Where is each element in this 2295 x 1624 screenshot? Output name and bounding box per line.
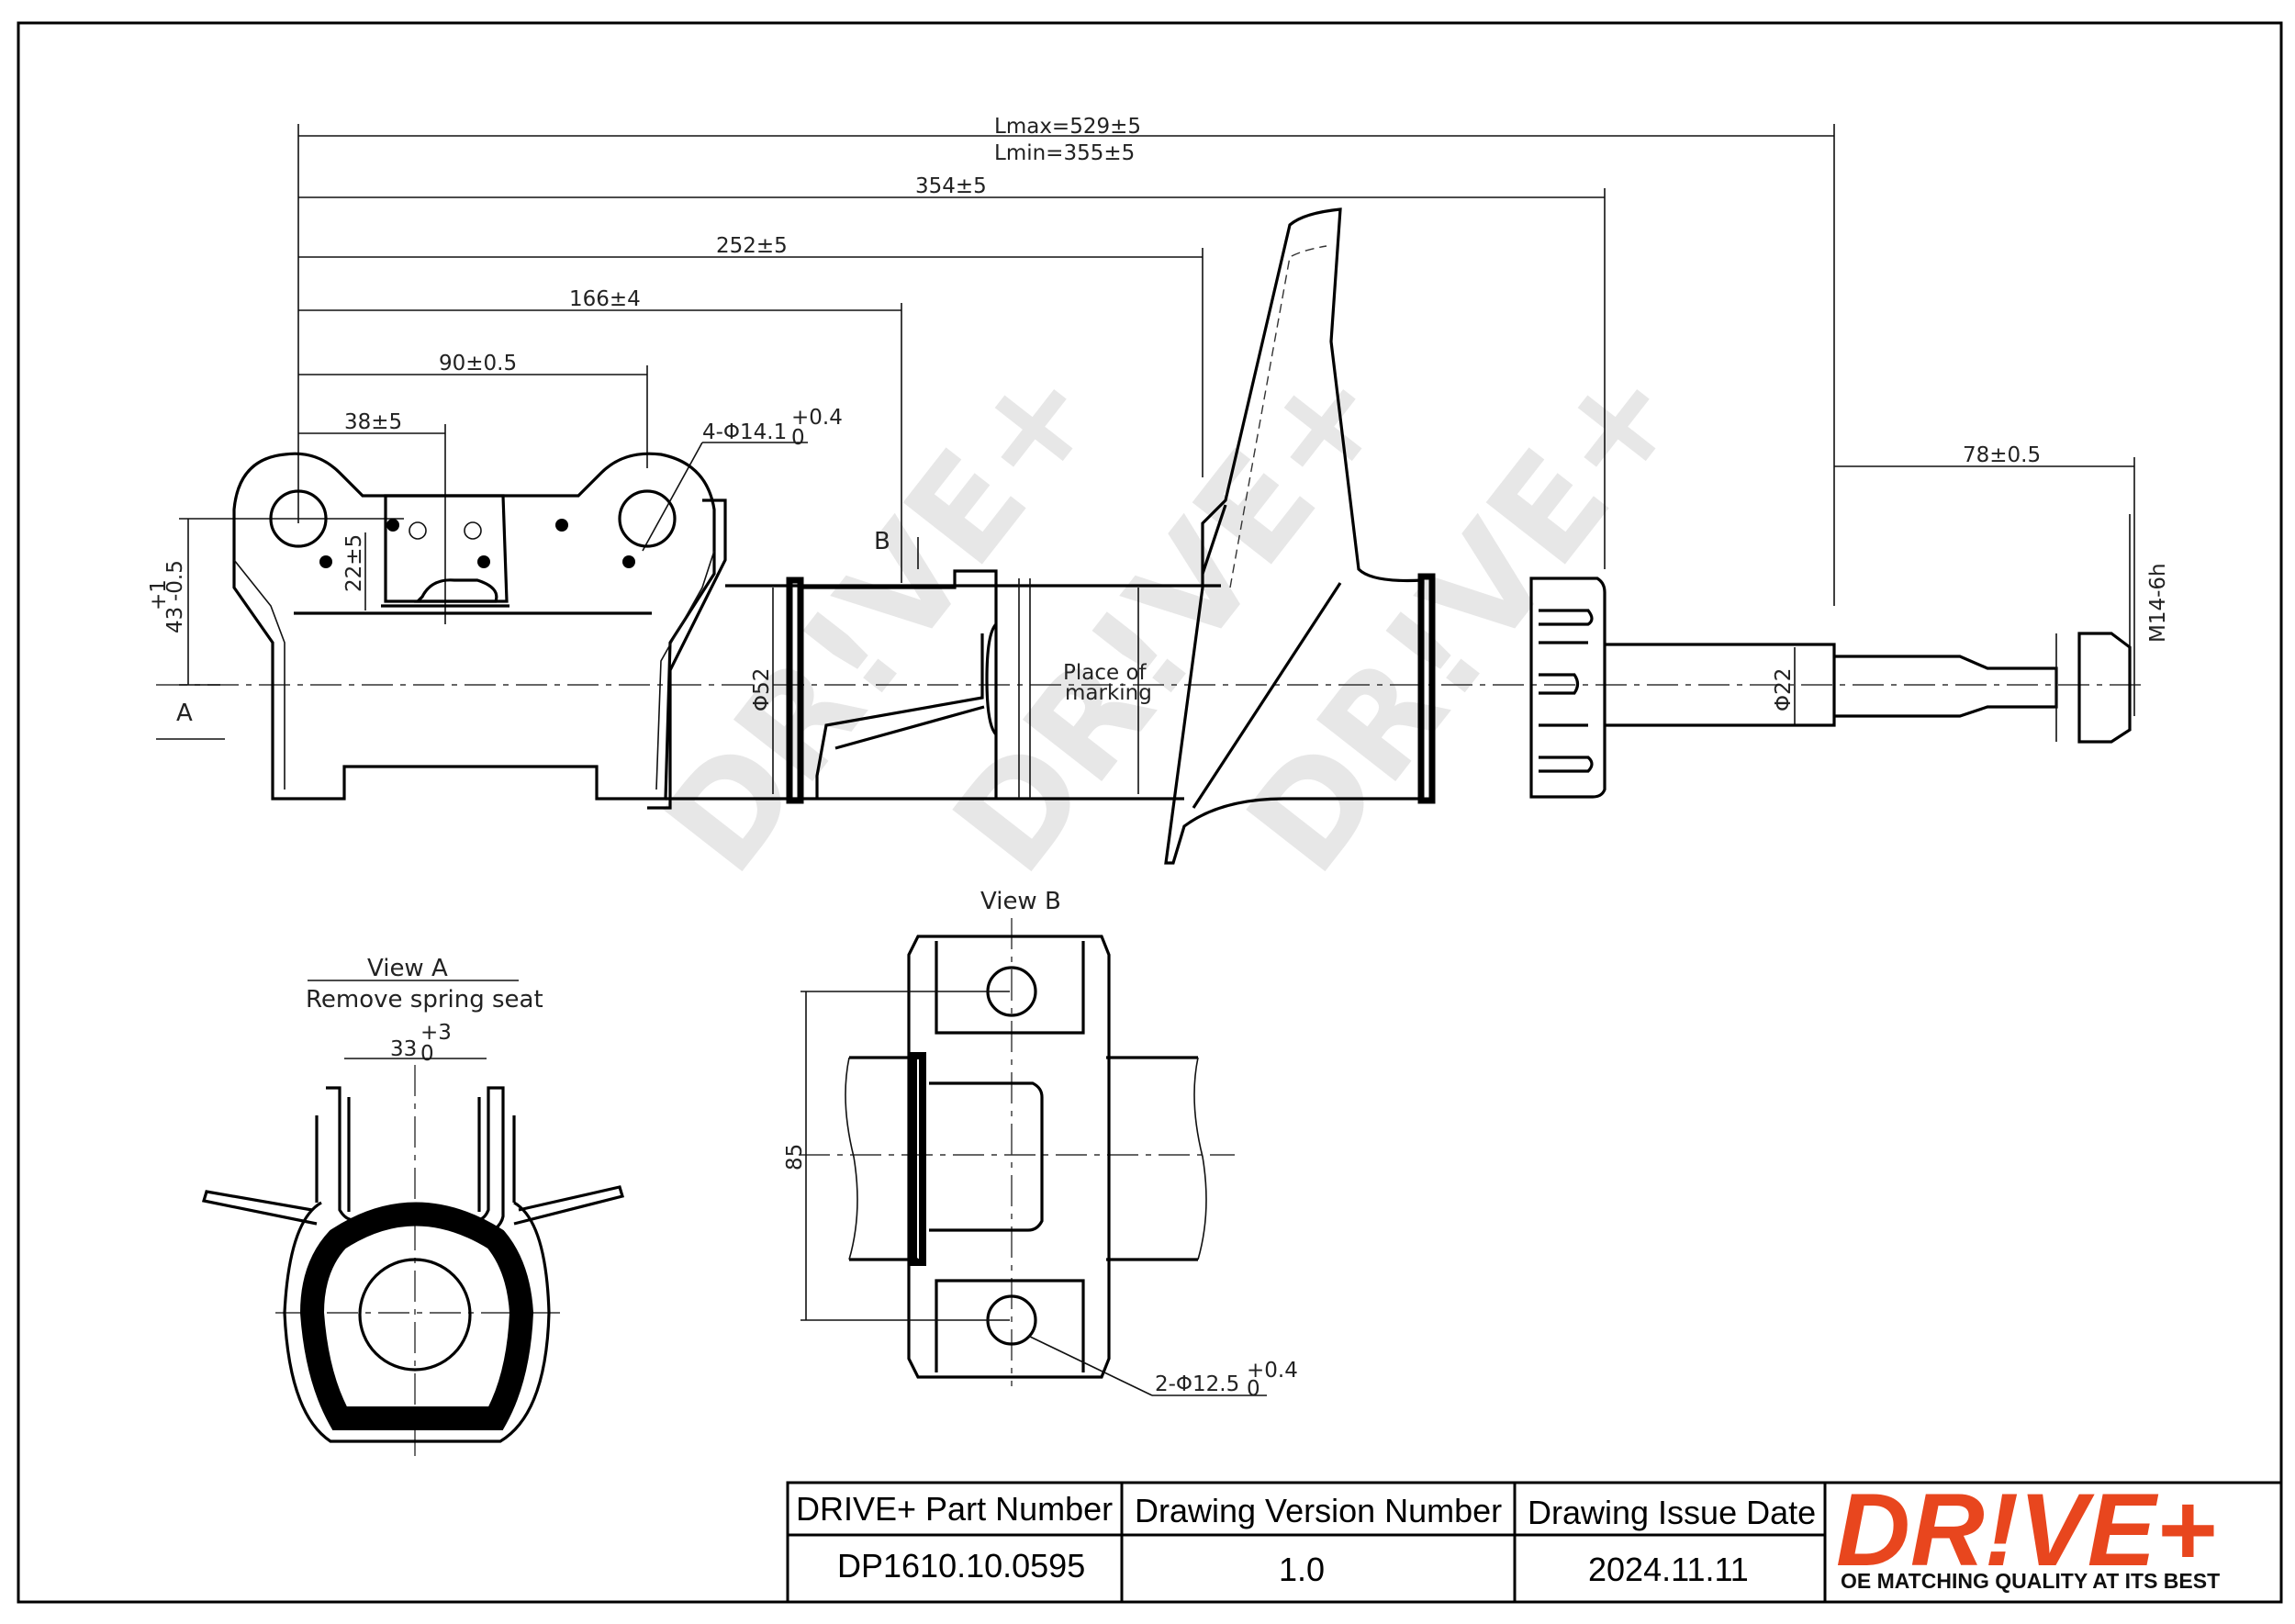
pin-dot-1 — [319, 555, 332, 568]
dim-33: 33 — [390, 1037, 417, 1061]
view-a-bore — [358, 1258, 472, 1372]
dim-thread: M14-6h — [2146, 563, 2170, 643]
pin-dot-4 — [622, 555, 635, 568]
dim-hole-top: 4-Φ14.1 — [702, 420, 787, 444]
dim-43-tol-up: +1 — [147, 579, 171, 610]
strut-side-view: Lmax=529±5 Lmin=355±5 354±5 252±5 166±4 … — [147, 115, 2170, 865]
bracket-hole-left — [269, 489, 328, 548]
place-of-marking-2: marking — [1065, 681, 1152, 705]
view-b-bracket-inner-bottom — [935, 1279, 1085, 1372]
upper-spring-seat — [1164, 207, 1425, 865]
upper-seat-ring — [1417, 573, 1436, 804]
dim-hole-b: 2-Φ12.5 — [1155, 1372, 1239, 1396]
view-b-window — [929, 1081, 1044, 1232]
view-a: View A Remove spring seat 33 +3 0 — [201, 955, 625, 1460]
bracket-hole-right — [618, 489, 677, 548]
view-b-marker: B — [874, 528, 890, 555]
drawing-frame — [17, 21, 2283, 1604]
view-b: View B 85 2-Φ12.5 +0.4 0 — [783, 888, 1298, 1401]
view-a-housing — [283, 1201, 551, 1443]
clamp-slot — [414, 578, 498, 603]
tb-issue-date-header: Drawing Issue Date — [1528, 1494, 1816, 1531]
dim-lmax: Lmax=529±5 — [994, 115, 1141, 139]
dim-lmin: Lmin=355±5 — [994, 141, 1135, 165]
view-b-seal — [910, 1052, 926, 1266]
view-a-wing-left — [201, 1190, 318, 1226]
dim-33-tol-up: +3 — [420, 1021, 452, 1045]
top-mount — [1529, 577, 1606, 799]
view-a-clamp — [315, 1086, 516, 1241]
view-b-tube-left — [849, 1056, 918, 1261]
tb-issue-date: 2024.11.11 — [1588, 1551, 1749, 1588]
pin-dot-2 — [386, 519, 399, 532]
pin-small-1 — [409, 521, 427, 540]
view-a-wing-right — [513, 1185, 625, 1226]
dim-52: Φ52 — [750, 668, 774, 711]
dim-354: 354±5 — [915, 174, 987, 198]
dim-38: 38±5 — [344, 410, 402, 434]
piston-rod — [1605, 643, 1836, 727]
view-a-band — [299, 1202, 534, 1430]
upper-seat-inner — [1229, 245, 1327, 588]
dim-252: 252±5 — [716, 234, 788, 258]
dim-166: 166±4 — [569, 287, 641, 311]
dim-33-tol-dn: 0 — [420, 1042, 434, 1066]
rod-thread-section — [1834, 655, 2058, 718]
dim-43-tol-dn: -0.5 — [163, 560, 187, 601]
pin-dot-3 — [555, 519, 568, 532]
view-a-subtitle: Remove spring seat — [306, 986, 543, 1014]
bracket-inner-line-2 — [655, 550, 715, 790]
tb-part-number-header: DRIVE+ Part Number — [796, 1490, 1113, 1528]
tb-part-number: DP1610.10.0595 — [837, 1547, 1085, 1585]
dim-78: 78±0.5 — [1963, 443, 2041, 467]
view-b-tube-left-break — [845, 1057, 858, 1260]
bracket-outline — [232, 452, 716, 801]
dim-85: 85 — [783, 1144, 807, 1170]
view-b-tube-right — [1106, 1056, 1198, 1261]
lower-seat-ring — [786, 577, 804, 804]
dim-22-5: 22±5 — [342, 534, 366, 592]
view-a-marker: A — [176, 700, 193, 727]
pin-small-2 — [464, 521, 482, 540]
view-a-title: View A — [367, 955, 448, 982]
view-b-bracket — [907, 935, 1111, 1379]
title-block: DRIVE+ Part Number Drawing Version Numbe… — [786, 1473, 2283, 1604]
place-of-marking-1: Place of — [1063, 661, 1148, 685]
brand-tagline: OE MATCHING QUALITY AT ITS BEST — [1841, 1569, 2220, 1593]
view-b-title: View B — [980, 888, 1061, 915]
dim-hole-top-tol: +0.4 — [791, 406, 843, 430]
upper-seat-flange — [1201, 504, 1227, 575]
bracket-inner-line — [233, 559, 285, 790]
clamp-plate — [384, 494, 509, 603]
top-mount-ridges — [1539, 609, 1594, 773]
tb-version: 1.0 — [1279, 1551, 1325, 1588]
view-b-tube-right-break — [1193, 1057, 1207, 1260]
rod-nut — [2077, 632, 2132, 744]
view-b-dim-85 — [800, 991, 1010, 1321]
upper-seat-diagonal — [1192, 582, 1342, 809]
dim-22: Φ22 — [1772, 668, 1796, 711]
dim-90: 90±0.5 — [439, 352, 517, 375]
dimension-lines — [156, 124, 2135, 794]
dim-hole-b-tol: +0.4 — [1247, 1359, 1298, 1383]
lower-seat-bracket — [800, 569, 998, 799]
bracket-flange-right — [647, 498, 727, 810]
dim-43: 43 — [163, 607, 187, 633]
dim-hole-b-tol0: 0 — [1247, 1377, 1260, 1401]
lower-seat-curve — [985, 622, 998, 736]
view-b-hole-leader — [1027, 1335, 1153, 1396]
brand-logo: DR!VE+ — [1836, 1473, 2216, 1587]
dim-hole-top-tol0: 0 — [791, 426, 805, 450]
pin-dot-5 — [477, 555, 490, 568]
tb-version-header: Drawing Version Number — [1135, 1492, 1502, 1529]
view-b-bracket-inner-top — [935, 941, 1085, 1035]
